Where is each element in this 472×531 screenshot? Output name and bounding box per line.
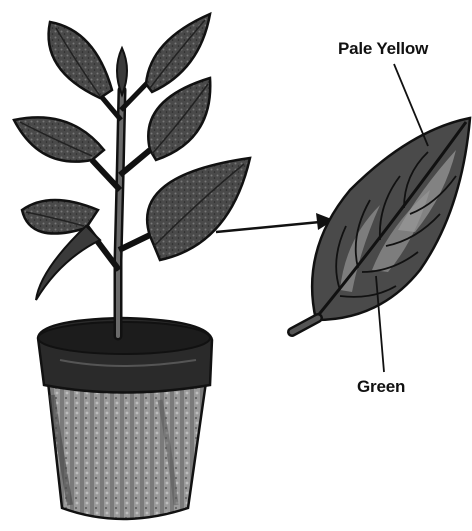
pointer-arrow [216,213,334,232]
plant-leaves [14,14,250,300]
green-label: Green [357,377,405,397]
pale-yellow-pointer [394,64,428,146]
flower-pot [38,318,212,519]
pale-yellow-label: Pale Yellow [338,39,428,59]
